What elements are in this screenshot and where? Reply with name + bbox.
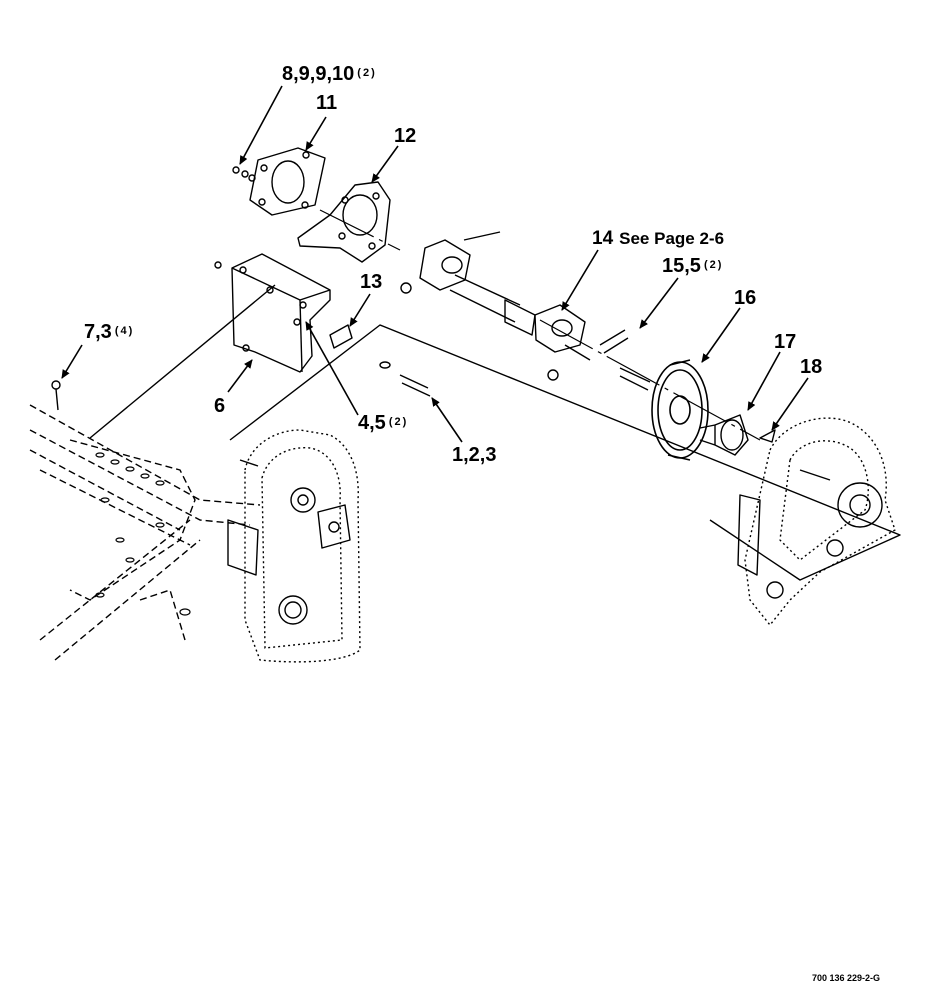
callout-8-9-9-10: 8,9,9,10(2) bbox=[282, 64, 377, 84]
callout-number: 14 bbox=[592, 228, 614, 249]
leader-13 bbox=[349, 293, 371, 327]
callout-16: 16 bbox=[734, 288, 756, 308]
left-gearbox-housing bbox=[227, 429, 361, 663]
leader-7-3 bbox=[61, 344, 83, 379]
leader-8-9-9-10 bbox=[239, 85, 283, 165]
callout-15-5: 15,5(2) bbox=[662, 256, 723, 276]
callout-number: 13 bbox=[360, 271, 383, 293]
leader-16 bbox=[701, 307, 741, 363]
shaft-centerline bbox=[319, 209, 761, 441]
callout-number: 7,3 bbox=[84, 321, 112, 343]
bearing-bracket bbox=[231, 253, 331, 373]
callout-11: 11 bbox=[316, 93, 337, 113]
leader-6 bbox=[227, 359, 253, 393]
drawing-reference-number: 700 136 229-2-G bbox=[812, 973, 881, 983]
drive-shaft-14 bbox=[400, 231, 591, 381]
plate-11 bbox=[249, 147, 326, 216]
callout-qty: (4) bbox=[114, 325, 135, 337]
leader-15-5 bbox=[639, 277, 679, 329]
leader-14 bbox=[561, 249, 599, 311]
leader-arrows bbox=[61, 85, 809, 443]
callout-number: 1,2,3 bbox=[452, 444, 497, 466]
leader-11 bbox=[305, 116, 327, 151]
callout-6: 6 bbox=[214, 396, 225, 416]
bracket-plate-12 bbox=[297, 181, 391, 263]
callout-13: 13 bbox=[360, 272, 382, 292]
callout-number: 15,5 bbox=[662, 255, 701, 277]
mounting-plate-outline bbox=[89, 284, 901, 581]
callout-number: 11 bbox=[316, 92, 338, 114]
callout-14: 14 See Page 2-6 bbox=[592, 229, 724, 248]
hardware-bolts-8-9-10 bbox=[51, 166, 256, 411]
frame-holes bbox=[95, 452, 191, 616]
right-gearbox-housing bbox=[737, 417, 896, 626]
callout-7-3: 7,3(4) bbox=[84, 322, 134, 342]
hub-17 bbox=[699, 414, 749, 456]
callout-number: 6 bbox=[214, 395, 226, 417]
callout-17: 17 bbox=[774, 332, 796, 352]
frame-tube bbox=[29, 404, 261, 661]
leader-18 bbox=[771, 377, 809, 431]
callout-number: 8,9,9,10 bbox=[282, 63, 355, 85]
callout-number: 16 bbox=[734, 287, 757, 309]
leader-17 bbox=[747, 351, 781, 411]
callout-number: 18 bbox=[800, 356, 823, 378]
callout-note: See Page 2-6 bbox=[619, 229, 725, 248]
pins-and-bolts bbox=[329, 324, 651, 397]
callout-1-2-3: 1,2,3 bbox=[452, 445, 496, 465]
callout-18: 18 bbox=[800, 357, 822, 377]
callout-4-5: 4,5(2) bbox=[358, 413, 408, 433]
pulley-16 bbox=[651, 359, 709, 461]
callout-number: 4,5 bbox=[358, 412, 386, 434]
callout-12: 12 bbox=[394, 126, 416, 146]
callout-number: 12 bbox=[394, 125, 417, 147]
leader-4-5 bbox=[305, 321, 359, 416]
callout-qty: (2) bbox=[388, 416, 409, 428]
leader-1-2-3 bbox=[431, 397, 463, 443]
key-18 bbox=[759, 429, 776, 443]
callout-number: 17 bbox=[774, 331, 797, 353]
leader-12 bbox=[371, 145, 399, 183]
callout-qty: (2) bbox=[357, 67, 377, 79]
callout-qty: (2) bbox=[703, 259, 724, 271]
